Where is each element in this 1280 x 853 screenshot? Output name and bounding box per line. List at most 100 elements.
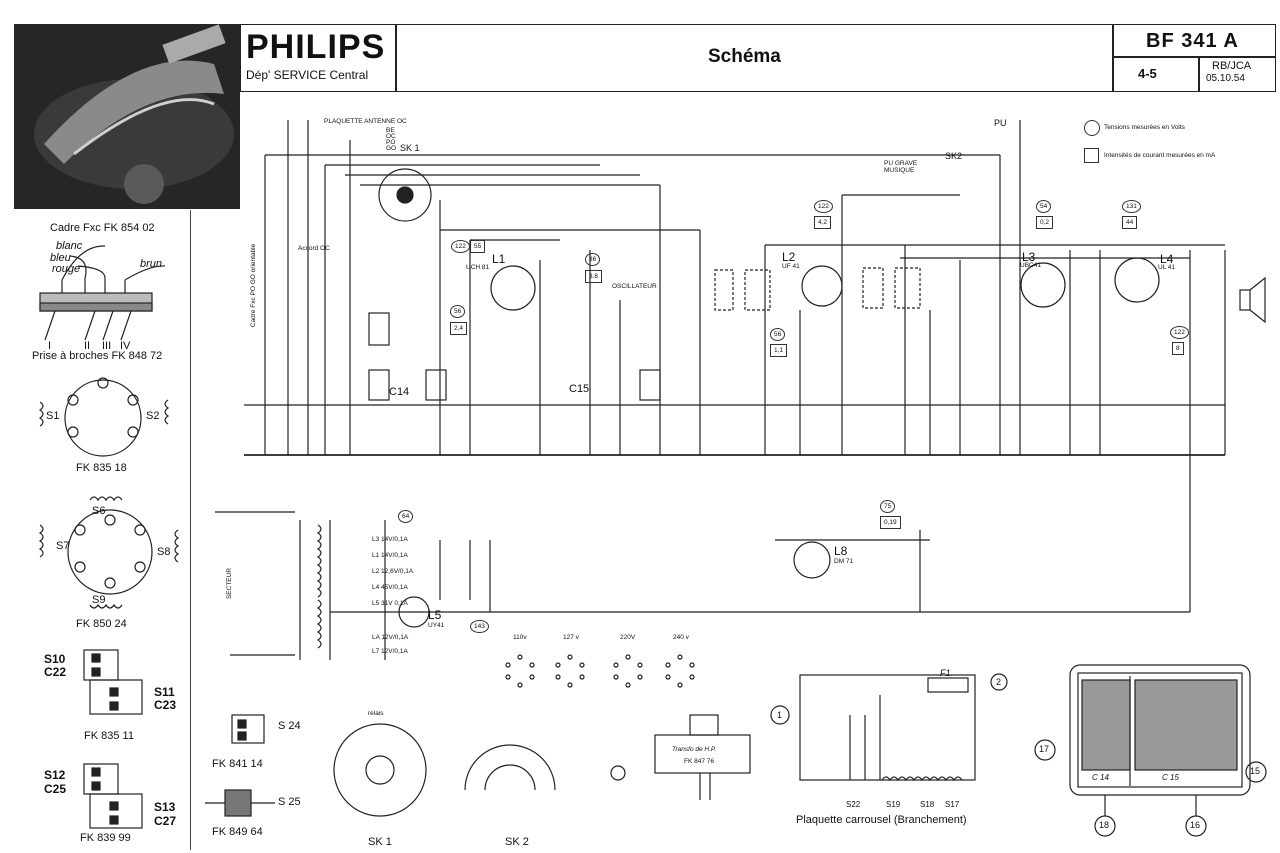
volt-mark: 122 <box>1170 326 1189 339</box>
pin-3: III <box>102 340 112 352</box>
s25-label: S 25 <box>278 796 301 808</box>
antenna-plate-label: PLAQUETTE ANTENNE OC <box>324 118 407 125</box>
volt-mark: 64 <box>398 510 414 523</box>
tube-l4: L4 <box>1160 252 1174 266</box>
tube-l4-type: UL 41 <box>1158 264 1176 271</box>
wire-color-3: rouge <box>52 263 81 275</box>
volt-mark: 56 <box>450 305 466 318</box>
divider-4 <box>1198 56 1200 92</box>
relais-label: relais <box>368 710 384 717</box>
volt-mark: 56 <box>770 328 786 341</box>
pin-4: IV <box>120 340 131 352</box>
volt-sel-220: 220V <box>620 634 636 641</box>
photo-panel <box>14 24 240 209</box>
band-po: PO <box>386 139 396 146</box>
plug-label: Prise à broches FK 848 72 <box>32 350 163 362</box>
c14-label: C14 <box>389 386 410 398</box>
transfo-label: Transfo de H.P. <box>672 746 717 753</box>
s8-label: S8 <box>157 546 171 558</box>
tube-l5: L5 <box>428 608 442 622</box>
volt-mark: 131 <box>1122 200 1141 213</box>
volt-sel-110: 110v <box>513 634 527 641</box>
cap-c15: C 15 <box>1162 773 1179 782</box>
band-be: BE <box>386 127 395 134</box>
date: 05.10.54 <box>1206 73 1245 84</box>
divider-3 <box>1112 56 1276 58</box>
s7-label: S7 <box>56 540 70 552</box>
c25-label: C25 <box>44 782 67 796</box>
cap-num-15: 15 <box>1250 766 1261 776</box>
fil-l7: L7 12V/0,1A <box>372 648 408 655</box>
legend-circle-icon <box>1084 120 1100 136</box>
oscillator-label: OSCILLATEUR <box>612 283 657 290</box>
page-title: Schéma <box>708 46 781 67</box>
cadre-side-label: Cadre Fxc PO GO orientable <box>250 243 258 328</box>
volt-mark: 86 <box>585 253 601 266</box>
sk2-top-label: SK2 <box>945 151 963 161</box>
pu-label: PU <box>994 118 1007 128</box>
volt-mark: 122 <box>814 200 833 213</box>
s24-label: S 24 <box>278 720 301 732</box>
cap-c14: C 14 <box>1092 773 1109 782</box>
legend-square-icon <box>1084 148 1099 163</box>
brand-logo: PHILIPS <box>246 28 386 66</box>
f1-label: F1 <box>940 668 951 678</box>
s2-label: S2 <box>146 410 160 422</box>
page-number: 4-5 <box>1138 66 1157 81</box>
tube-l2-type: UF 41 <box>782 263 800 270</box>
s1-label: S1 <box>46 410 60 422</box>
tube-l1: L1 <box>492 252 506 266</box>
volt-sel-127: 127 v <box>563 634 579 641</box>
fil-l2: L2 12,6V/0,1A <box>372 568 414 575</box>
legend-current: Intensités de courant mesurées en mA <box>1104 152 1216 159</box>
left-column-divider <box>190 210 191 850</box>
c27-label: C27 <box>154 814 177 828</box>
secteur-label: SECTEUR <box>226 567 234 600</box>
c15-label: C15 <box>569 383 590 395</box>
cap-num-16: 16 <box>1190 820 1201 830</box>
pu-grave-label: PU GRAVE MUSIQUE <box>884 160 918 174</box>
plaquette-caption: Plaquette carrousel (Branchement) <box>796 814 967 826</box>
plaq-num-2: 2 <box>996 677 1002 687</box>
legend-voltage: Tensions mesurées en Volts <box>1104 124 1185 131</box>
volt-mark: 4,2 <box>814 216 832 229</box>
volt-mark: 44 <box>1122 216 1138 229</box>
volt-mark: 2,4 <box>450 322 468 335</box>
fil-l5: L5 31V 0,1A <box>372 600 408 607</box>
s12-label: S12 <box>44 768 66 782</box>
volt-mark: 55 <box>470 240 486 253</box>
tube-l8: L8 <box>834 544 848 558</box>
volt-mark: 0,2 <box>1036 216 1054 229</box>
fk84114-label: FK 841 14 <box>212 758 263 770</box>
plaq-s19: S19 <box>886 800 901 809</box>
department: Dép' SERVICE Central <box>246 68 369 82</box>
fk83999-label: FK 839 99 <box>80 832 131 844</box>
sk1-bottom-label: SK 1 <box>368 836 392 848</box>
plaq-s18: S18 <box>920 800 935 809</box>
cap-num-18: 18 <box>1099 820 1110 830</box>
tube-l5-type: UY41 <box>428 622 445 629</box>
model-number: BF 341 A <box>1146 30 1239 52</box>
volt-mark: 1,1 <box>770 344 788 357</box>
band-oc: OC <box>386 133 396 140</box>
photo-image <box>14 24 240 209</box>
volt-mark: 122 <box>451 240 470 253</box>
fk83511-label: FK 835 11 <box>84 730 134 742</box>
wire-color-1: blanc <box>56 240 83 252</box>
tube-l3-type: UBC41 <box>1020 262 1041 269</box>
tube-l8-type: DM 71 <box>834 558 854 565</box>
transfo-num: FK 847 76 <box>684 758 714 765</box>
frame-title: Cadre Fxc FK 854 02 <box>50 222 155 234</box>
volt-mark: 3.8 <box>585 270 603 283</box>
fk85024-label: FK 850 24 <box>76 618 127 630</box>
author: RB/JCA <box>1212 60 1252 72</box>
volt-mark: 143 <box>470 620 489 633</box>
volt-mark: 8 <box>1172 342 1184 355</box>
cap-num-17: 17 <box>1039 744 1050 754</box>
header-bar <box>240 24 1276 92</box>
volt-sel-240: 240 v <box>673 634 689 641</box>
plaq-num-1: 1 <box>777 710 783 720</box>
sk2-bottom-label: SK 2 <box>505 836 529 848</box>
divider-1 <box>395 24 397 92</box>
tube-l1-type: UCH 81 <box>466 264 490 271</box>
